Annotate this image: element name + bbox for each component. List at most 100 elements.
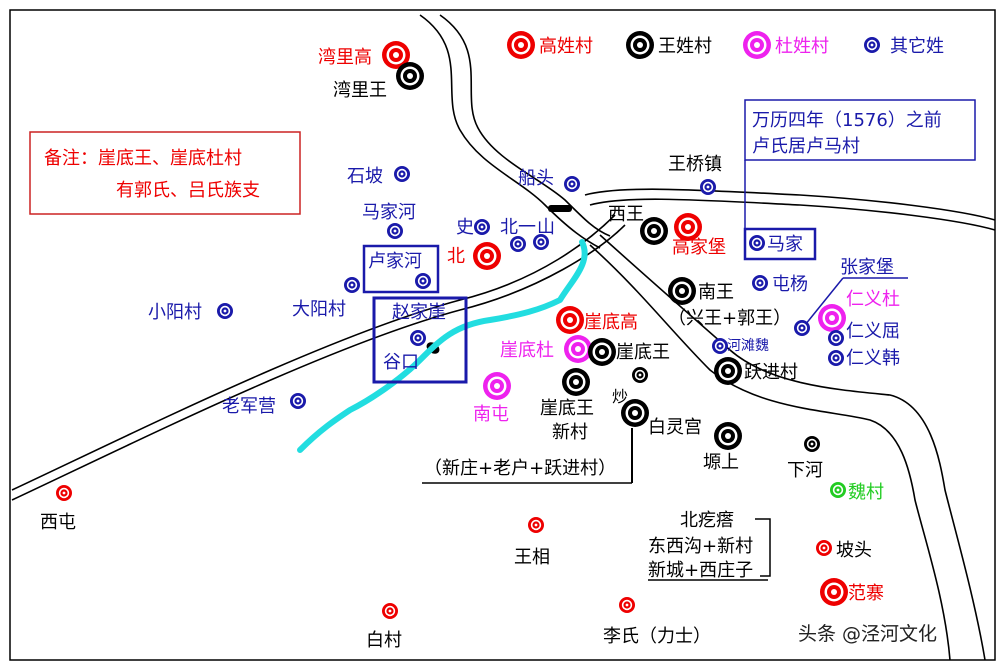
village-renyidu-marker <box>818 304 846 332</box>
village-tunyang-marker <box>752 275 768 291</box>
village-wanli-wang-marker <box>396 62 424 90</box>
legend-du-icon <box>743 31 771 59</box>
beigeda-group: 北疙瘩 东西沟+新村 新城+西庄子 <box>648 510 771 581</box>
village-zhaojiaya: 赵家崖 <box>392 302 446 323</box>
village-renyidu: 仁义杜 <box>846 289 900 310</box>
village-baiginggong: 白灵宫 <box>648 417 702 438</box>
legend-gao-label: 高姓村 <box>539 36 593 57</box>
village-renyihan-marker <box>828 350 844 366</box>
village-renyihan: 仁义韩 <box>846 348 900 369</box>
village-yadidu-marker <box>564 335 592 363</box>
zhangjiabao-leader <box>804 277 844 326</box>
village-yuanshang-marker <box>714 422 742 450</box>
village-yuejin-marker <box>714 357 742 385</box>
village-renyiqu: 仁义屈 <box>846 321 900 342</box>
village-gukou-marker <box>410 330 426 346</box>
village-yadiwang-xincun-1: 崖底王 <box>540 398 594 419</box>
history-note: 万历四年（1576）之前 卢氏居卢马村 <box>744 99 976 230</box>
village-yuanshang: 塬上 <box>703 452 739 473</box>
village-zhangjiabao: 张家堡 <box>840 257 894 278</box>
legend-wang-icon <box>626 31 654 59</box>
village-beigeda-1: 北疙瘩 <box>680 510 734 531</box>
village-wangxiang-marker <box>528 517 544 533</box>
village-majiahe-marker <box>387 223 403 239</box>
village-yuejin: 跃进村 <box>744 362 798 383</box>
village-yadidu: 崖底杜 <box>500 340 554 361</box>
village-hetanwei-marker <box>712 338 728 354</box>
village-xiahe: 下河 <box>787 460 823 481</box>
zhaojiaya-box <box>372 296 468 384</box>
main-river <box>589 234 986 661</box>
village-bei-marker <box>473 242 501 270</box>
village-wangxiang: 王相 <box>514 547 550 568</box>
village-yadiwang-marker <box>588 338 616 366</box>
village-laojunying: 老军营 <box>222 396 276 417</box>
village-wangqiao: 王桥镇 <box>668 154 722 175</box>
village-shipo-marker <box>394 166 410 182</box>
village-xiaoyang: 小阳村 <box>148 302 202 323</box>
village-beigeda-3: 新城+西庄子 <box>648 560 753 581</box>
village-chuantou-marker <box>564 176 580 192</box>
village-lishi: 李氏（力士） <box>603 626 711 647</box>
village-potou-marker <box>816 540 832 556</box>
village-xinzhuang-marker <box>621 399 649 427</box>
village-nanwang: 南王 <box>698 282 734 303</box>
village-gaojiabao: 高家堡 <box>672 237 726 258</box>
village-xitun: 西屯 <box>40 512 76 533</box>
village-shan: 山 <box>537 217 555 238</box>
legend-gao-icon <box>507 31 535 59</box>
village-xinzhuang-note: （新庄+老户+跃进村） <box>424 458 616 479</box>
village-shi-marker <box>474 219 490 235</box>
legend-other-label: 其它姓 <box>890 36 944 57</box>
village-beiyi-marker <box>510 236 526 252</box>
village-majiahe: 马家河 <box>362 202 416 223</box>
village-yadiwang-xincun-marker <box>562 368 590 396</box>
village-chuantou: 船头 <box>518 168 554 189</box>
village-shipo: 石坡 <box>347 166 383 187</box>
village-renyiqu-marker <box>828 330 844 346</box>
village-xiaoyang-marker <box>217 303 233 319</box>
village-weicun: 魏村 <box>848 482 884 503</box>
village-weicun-marker <box>830 482 846 498</box>
village-yadigao-marker <box>556 306 584 334</box>
village-laojunying-marker <box>290 393 306 409</box>
valley-river <box>419 14 996 249</box>
village-nanwang-note: （兴王+郭王） <box>668 308 791 329</box>
village-lujiahe-marker <box>415 273 431 289</box>
note-box: 备注：崖底王、崖底杜村 有郭氏、吕氏族支 <box>29 131 301 215</box>
note-line-1: 备注：崖底王、崖底杜村 <box>44 148 242 169</box>
village-wanli-wang: 湾里王 <box>333 80 387 101</box>
village-wangqiao-marker <box>700 179 716 195</box>
village-tunyang: 屯杨 <box>772 274 808 295</box>
village-zhangjiabao-marker <box>794 320 810 336</box>
village-hetanwei: 河滩魏 <box>727 338 769 354</box>
village-lujiahe: 卢家河 <box>368 251 422 272</box>
village-fanzhai-marker <box>820 578 848 606</box>
village-xiwang: 西王 <box>608 204 644 225</box>
village-xitun-marker <box>56 485 72 501</box>
village-nantun: 南屯 <box>473 404 509 425</box>
village-lishi-marker <box>619 597 635 613</box>
village-fanzhai: 范寨 <box>848 583 884 604</box>
village-yadiwang: 崖底王 <box>616 342 670 363</box>
village-baicun-marker <box>382 603 398 619</box>
village-dayang-marker <box>344 277 360 293</box>
legend-du-label: 杜姓村 <box>775 36 829 57</box>
village-beigeda-2: 东西沟+新村 <box>648 536 753 557</box>
lujiahe-box <box>362 244 440 294</box>
village-gukou: 谷口 <box>383 352 419 373</box>
village-nantun-marker <box>483 372 511 400</box>
village-majia: 马家 <box>767 234 803 255</box>
village-yadiwang-xincun-2: 新村 <box>552 422 588 443</box>
village-shi: 史 <box>456 217 474 238</box>
village-partial: 炒 <box>612 387 628 406</box>
note-line-2: 有郭氏、吕氏族支 <box>116 180 260 201</box>
history-line-1: 万历四年（1576）之前 <box>752 110 942 131</box>
village-baicun: 白村 <box>366 630 402 651</box>
village-xiahe-marker <box>804 436 820 452</box>
village-dayang: 大阳村 <box>292 299 346 320</box>
history-line-2: 卢氏居卢马村 <box>752 136 860 157</box>
map-frame <box>9 9 996 661</box>
